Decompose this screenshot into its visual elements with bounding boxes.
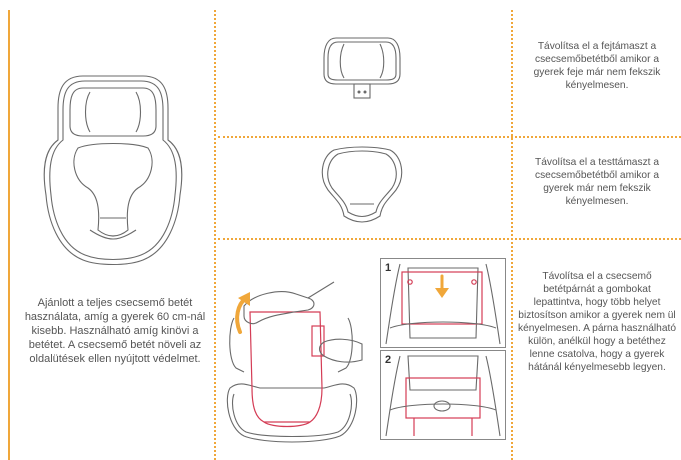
pillow-removal-illustration [224,268,364,448]
headrest-illustration [322,34,402,114]
pillow-description: Távolítsa el a csecsemő betétpárnát a go… [518,270,676,374]
divider-vertical-2 [511,10,513,460]
body-support-description: Távolítsa el a testtámaszt a csecsemőbet… [521,156,673,208]
left-description: Ajánlott a teljes csecsemő betét használ… [22,296,208,366]
step-2-illustration [380,350,506,440]
body-support-illustration [314,146,410,226]
divider-vertical-1 [214,10,216,460]
left-border [8,10,10,460]
divider-horizontal-1 [218,136,681,138]
step-1-number: 1 [385,262,391,274]
step-2-number: 2 [385,354,391,366]
headrest-description: Távolítsa el a fejtámaszt a csecsemőbeté… [521,40,673,92]
divider-horizontal-2 [218,238,681,240]
step-1-illustration [380,258,506,348]
infant-insert-illustration [38,70,188,270]
